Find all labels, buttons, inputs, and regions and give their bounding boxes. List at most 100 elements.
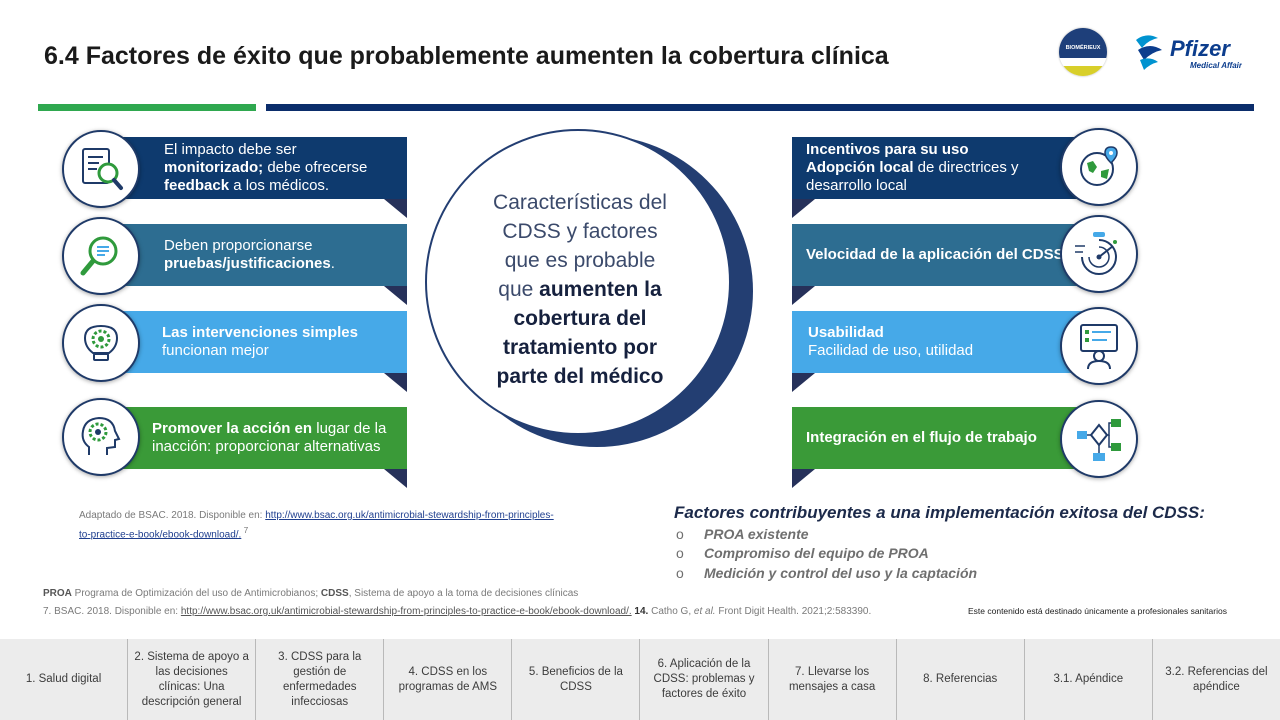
left-1-line-3b: a los médicos.	[229, 177, 330, 194]
left-2-line-2a: pruebas/justificaciones	[164, 255, 331, 272]
nav-sistema-apoyo[interactable]: 2. Sistema de apoyo a las decisiones clí…	[128, 639, 257, 720]
left-2-line-2b: .	[330, 255, 335, 272]
left-1-line-2b: debe ofrecerse	[263, 159, 368, 176]
nav-mensajes[interactable]: 7. Llevarse los mensajes a casa	[769, 639, 897, 720]
user-checklist-icon	[1060, 307, 1138, 385]
factor-bullet: o	[676, 526, 684, 542]
left-banner-1: El impacto debe ser monitorizado; debe o…	[100, 137, 407, 199]
ref-link[interactable]: http://www.bsac.org.uk/antimicrobial-ste…	[180, 606, 632, 617]
abbr-val-2: , Sistema de apoyo a la toma de decision…	[348, 588, 579, 599]
page-title: 6.4 Factores de éxito que probablemente …	[44, 42, 889, 70]
center-line-3: que es probable	[504, 249, 656, 272]
pfizer-logo: Pfizer Medical Affairs	[1132, 30, 1247, 74]
right-banner-3-fold	[792, 373, 815, 392]
adapted-ref: 7	[241, 525, 249, 535]
left-4-line-2: inacción: proporcionar alternativas	[152, 438, 381, 455]
left-banner-1-fold	[384, 199, 407, 218]
left-banner-4-fold	[384, 469, 407, 488]
radar-speed-icon	[1060, 215, 1138, 293]
left-banner-2-fold	[384, 286, 407, 305]
center-line-6: tratamiento por	[502, 336, 657, 359]
center-circle-text: Características del CDSS y factores que …	[455, 188, 705, 391]
references: 7. BSAC. 2018. Disponible en: http://www…	[43, 606, 871, 617]
ref-prefix: 7. BSAC. 2018. Disponible en:	[43, 606, 181, 617]
left-3-line-2: funcionan mejor	[162, 342, 269, 359]
left-1-line-1: El impacto debe ser	[164, 141, 297, 158]
globe-pin-icon	[1060, 128, 1138, 206]
nav-aplicacion[interactable]: 6. Aplicación de la CDSS: problemas y fa…	[640, 639, 769, 720]
magnifier-icon	[62, 217, 140, 295]
adapted-link[interactable]: http://www.bsac.org.uk/antimicrobial-ste…	[79, 510, 554, 541]
nav-cdss-gestion[interactable]: 3. CDSS para la gestión de enfermedades …	[256, 639, 385, 720]
left-banner-3-fold	[384, 373, 407, 392]
nav-apendice[interactable]: 3.1. Apéndice	[1025, 639, 1153, 720]
adapted-source: Adaptado de BSAC. 2018. Disponible en: h…	[79, 509, 559, 542]
center-circle	[425, 129, 731, 435]
center-line-4b: aumenten la	[539, 278, 662, 301]
factor-bullet: o	[676, 565, 684, 581]
right-banner-4-fold	[792, 469, 815, 488]
biomerieux-logo: BIOMÉRIEUX	[1059, 28, 1107, 76]
right-3-line-1: Usabilidad	[808, 324, 884, 341]
left-2-line-1: Deben proporcionarse	[164, 237, 313, 254]
factors-title: Factores contribuyentes a una implementa…	[674, 503, 1205, 522]
ref-authors: Catho G,	[648, 606, 694, 617]
nav-cdss-ams[interactable]: 4. CDSS en los programas de AMS	[384, 639, 513, 720]
right-1-line-3: desarrollo local	[806, 177, 907, 194]
disclaimer: Este contenido está destinado únicamente…	[968, 606, 1227, 616]
biomerieux-logo-text: BIOMÉRIEUX	[1066, 43, 1101, 51]
right-3-line-2: Facilidad de uso, utilidad	[808, 342, 974, 359]
center-line-1: Características del	[493, 191, 667, 214]
center-line-4a: que	[498, 278, 540, 301]
factor-item: o Medición y control del uso y la captaci…	[676, 565, 977, 581]
left-1-line-2a: monitorizado;	[164, 159, 264, 176]
left-banner-2: Deben proporcionarse pruebas/justificaci…	[100, 224, 407, 286]
nav-beneficios[interactable]: 5. Beneficios de la CDSS	[512, 639, 641, 720]
right-1-line-2b: de directrices y	[913, 159, 1019, 176]
right-2-line-1: Velocidad de la aplicación del CDSS	[806, 246, 1064, 263]
abbreviations: PROA Programa de Optimización del uso de…	[43, 588, 578, 599]
right-banner-2-fold	[792, 286, 815, 305]
abbr-key-1: PROA	[43, 588, 72, 599]
lightbulb-gear-icon	[62, 304, 140, 382]
right-banner-1-fold	[792, 199, 815, 218]
center-line-7: parte del médico	[496, 365, 664, 388]
nav-referencias[interactable]: 8. Referencias	[897, 639, 1025, 720]
factor-text: PROA existente	[704, 526, 809, 542]
header-divider-navy	[266, 104, 1254, 111]
header-divider-green	[38, 104, 256, 111]
ref-number: 14.	[631, 606, 649, 617]
factor-item: o Compromiso del equipo de PROA	[676, 545, 929, 561]
right-banner-4: Integración en el flujo de trabajo	[792, 407, 1098, 469]
adapted-prefix: Adaptado de BSAC. 2018. Disponible en:	[79, 510, 266, 521]
nav-referencias-apendice[interactable]: 3.2. Referencias del apéndice	[1165, 665, 1268, 693]
nav-salud-digital[interactable]: 1. Salud digital	[0, 639, 129, 720]
left-3-line-1: Las intervenciones simples	[162, 324, 358, 341]
factor-text: Medición y control del uso y la captació…	[704, 565, 978, 581]
right-1-line-2a: Adopción local	[806, 159, 914, 176]
left-4-line-1a: Promover la acción en	[152, 420, 313, 437]
left-4-line-1b: lugar de la	[312, 420, 387, 437]
right-banner-1: Incentivos para su uso Adopción local de…	[792, 137, 1098, 199]
left-banner-3: Las intervenciones simples funcionan mej…	[100, 311, 407, 373]
right-banner-2: Velocidad de la aplicación del CDSS	[792, 224, 1098, 286]
pfizer-logo-text: Pfizer	[1170, 36, 1231, 61]
ref-etal: et al.	[693, 606, 716, 617]
abbr-key-2: CDSS	[320, 588, 349, 599]
center-line-5: cobertura del	[513, 307, 647, 330]
ref-journal: Front Digit Health. 2021;2:583390.	[715, 606, 872, 617]
head-gear-icon	[62, 398, 140, 476]
center-line-2: CDSS y factores	[502, 220, 658, 243]
pfizer-logo-subtext: Medical Affairs	[1190, 61, 1242, 70]
factor-item: o PROA existente	[676, 526, 809, 542]
right-4-line-1: Integración en el flujo de trabajo	[806, 429, 1037, 446]
footer-nav: 1. Salud digital 2. Sistema de apoyo a l…	[0, 639, 1280, 720]
factor-bullet: o	[676, 545, 684, 561]
left-1-line-3a: feedback	[164, 177, 230, 194]
factor-text: Compromiso del equipo de PROA	[704, 545, 929, 561]
workflow-icon	[1060, 400, 1138, 478]
abbr-val-1: Programa de Optimización del uso de Anti…	[71, 588, 321, 599]
right-1-line-1: Incentivos para su uso	[806, 141, 969, 158]
right-banner-3: Usabilidad Facilidad de uso, utilidad	[792, 311, 1098, 373]
document-magnifier-icon	[62, 130, 140, 208]
